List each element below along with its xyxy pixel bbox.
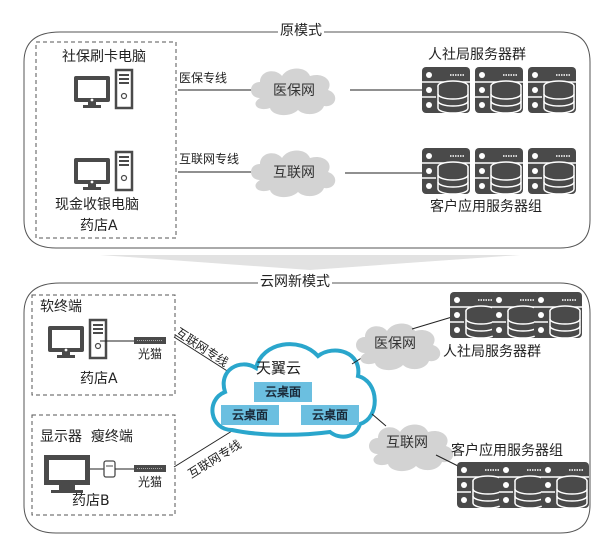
server-icon — [474, 147, 524, 195]
old-mode-frame — [23, 31, 591, 249]
server-icon — [474, 66, 524, 114]
server-group-label: 人社局服务器群 — [443, 344, 541, 360]
pharmacy-name: 药店A — [80, 218, 118, 234]
line-label: 医保专线 — [179, 71, 228, 85]
device-label: 现金收银电脑 — [55, 197, 139, 213]
terminal-type-label: 软终端 — [40, 299, 82, 315]
cloud-desktop: 云桌面 — [254, 382, 312, 402]
old-mode-title: 原模式 — [278, 23, 324, 39]
old-pharmacy-box — [35, 41, 177, 239]
desktop-computer-icon — [72, 150, 134, 192]
desktop-computer-icon — [72, 68, 134, 110]
monitor-icon — [44, 455, 90, 493]
server-icon — [527, 147, 577, 195]
pharmacy-a-box — [31, 294, 176, 396]
server-icon — [533, 291, 583, 339]
server-icon — [421, 147, 471, 195]
server-icon — [449, 291, 499, 339]
terminal-type-label: 显示器 瘦终端 — [40, 429, 133, 445]
modem-label: 光猫 — [138, 475, 163, 489]
line-label: 互联网专线 — [179, 152, 240, 166]
modem-label: 光猫 — [138, 347, 163, 361]
transition-arrow — [100, 255, 520, 270]
thin-client-icon — [103, 460, 116, 478]
device-label: 社保刷卡电脑 — [62, 49, 146, 65]
server-icon — [540, 461, 590, 509]
server-icon — [421, 66, 471, 114]
server-group-label: 人社局服务器群 — [428, 47, 526, 63]
server-icon — [491, 291, 541, 339]
pharmacy-name: 药店A — [80, 371, 118, 387]
cloud-desktop: 云桌面 — [301, 405, 359, 425]
network-label: 互联网 — [386, 435, 428, 451]
cloud-desktop: 云桌面 — [221, 405, 279, 425]
server-group-label: 客户应用服务器组 — [430, 199, 542, 215]
pharmacy-b-box — [31, 414, 176, 516]
cloud-name: 天翼云 — [256, 359, 302, 377]
optical-modem-icon — [133, 464, 167, 473]
optical-modem-icon — [133, 336, 167, 345]
new-mode-frame — [23, 282, 591, 534]
server-icon — [456, 461, 506, 509]
network-label: 医保网 — [273, 83, 315, 99]
network-label: 互联网 — [273, 165, 315, 181]
server-icon — [498, 461, 548, 509]
new-mode-title: 云网新模式 — [258, 274, 332, 290]
network-label: 医保网 — [374, 336, 416, 352]
desktop-computer-icon — [46, 318, 108, 360]
server-group-label: 客户应用服务器组 — [451, 443, 563, 459]
pharmacy-name: 药店B — [72, 493, 110, 509]
server-icon — [527, 66, 577, 114]
